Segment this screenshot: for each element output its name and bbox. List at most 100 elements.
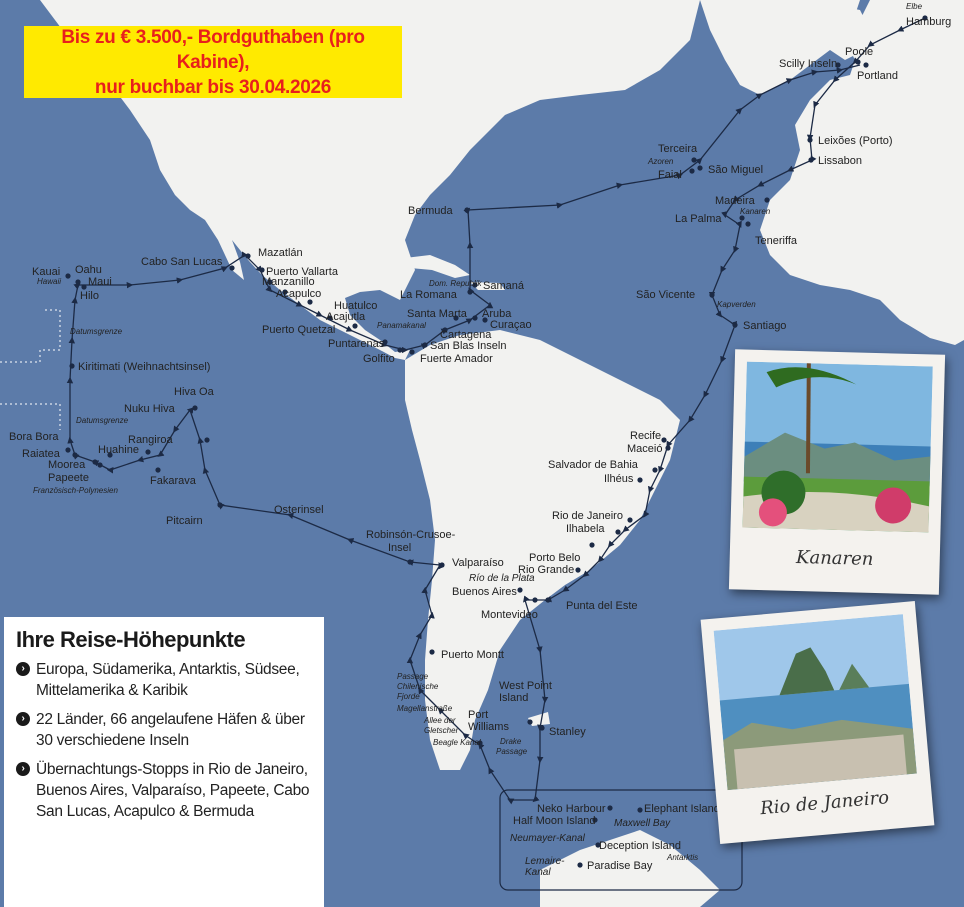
photo-rio-image — [713, 614, 917, 791]
label-papeete: Papeete — [48, 472, 89, 484]
label-lemaire-2: Kanal — [525, 867, 551, 878]
label-hivaoa: Hiva Oa — [174, 386, 215, 398]
label-santiago: Santiago — [743, 320, 786, 332]
label-maceio: Maceió — [627, 443, 662, 455]
label-mazatlan: Mazatlán — [258, 247, 303, 259]
label-raiatea: Raiatea — [22, 448, 61, 460]
label-domrep: Dom. Republik — [429, 279, 482, 288]
label-fakarava: Fakarava — [150, 475, 197, 487]
label-portobelo: Porto Belo — [529, 552, 580, 564]
label-stanley: Stanley — [549, 726, 586, 738]
label-teneriffa: Teneriffa — [755, 235, 798, 247]
label-scilly: Scilly Inseln — [779, 58, 837, 70]
label-deception: Deception Island — [599, 840, 681, 852]
chevron-right-icon: › — [16, 712, 30, 726]
label-puertomontt: Puerto Montt — [441, 649, 504, 661]
highlight-text: 22 Länder, 66 angelaufene Häfen & über 3… — [36, 711, 305, 749]
label-riogrande: Rio Grande — [518, 564, 574, 576]
label-passage-1: Passage — [397, 672, 429, 681]
label-nukuhiva: Nuku Hiva — [124, 403, 176, 415]
highlight-item: › 22 Länder, 66 angelaufene Häfen & über … — [16, 709, 318, 751]
label-drake-2: Passage — [496, 747, 528, 756]
label-hamburg: Hamburg — [906, 16, 951, 28]
label-santamarta: Santa Marta — [407, 308, 468, 320]
dateline-line-2 — [0, 403, 61, 430]
label-kauai: Kauai — [32, 266, 60, 278]
label-rangiroa: Rangiroa — [128, 434, 174, 446]
label-saovicente: São Vicente — [636, 289, 695, 301]
label-bermuda: Bermuda — [408, 205, 454, 217]
label-leixoes: Leixões (Porto) — [818, 135, 893, 147]
label-aruba: Aruba — [482, 308, 512, 320]
highlight-item: › Übernachtungs-Stopps in Rio de Janeiro,… — [16, 759, 318, 822]
label-manzanillo: Manzanillo — [262, 276, 315, 288]
label-datumsgrenze-1: Datumsgrenze — [70, 327, 123, 336]
label-panamakanal: Panamakanal — [377, 321, 426, 330]
promo-line-1: Bis zu € 3.500,- Bordguthaben (pro Kabin… — [61, 26, 365, 73]
label-allee-2: Gletscher — [424, 726, 459, 735]
label-golfito: Golfito — [363, 353, 395, 365]
highlight-item: ›Europa, Südamerika, Antarktis, Südsee, … — [16, 659, 318, 701]
label-lemaire-1: Lemaire- — [525, 856, 565, 867]
highlights-list: ›Europa, Südamerika, Antarktis, Südsee, … — [16, 659, 318, 822]
route-line — [66, 17, 926, 805]
port-dots — [65, 15, 928, 868]
label-osterinsel: Osterinsel — [274, 504, 324, 516]
label-puntadeleste: Punta del Este — [566, 600, 638, 612]
label-valparaiso: Valparaíso — [452, 557, 504, 569]
label-salvador: Salvador de Bahia — [548, 459, 639, 471]
label-kiritimati: Kiritimati (Weihnachtsinsel) — [78, 361, 210, 373]
label-hilo: Hilo — [80, 290, 99, 302]
label-passage-3: Fjorde — [397, 692, 420, 701]
label-magellan: Magellanstraße — [397, 704, 453, 713]
label-rioplata: Río de la Plata — [469, 573, 535, 584]
label-madeira: Madeira — [715, 195, 756, 207]
label-terceira: Terceira — [658, 143, 698, 155]
photo-rio: Rio de Janeiro — [700, 601, 935, 844]
label-cabosanlucas: Cabo San Lucas — [141, 256, 223, 268]
label-neumayer: Neumayer-Kanal — [510, 833, 586, 844]
label-westpoint-1: West Point — [499, 680, 552, 692]
highlight-text: Übernachtungs-Stopps in Rio de Janeiro, … — [36, 761, 310, 820]
label-azoren: Azoren — [647, 157, 674, 166]
dateline-line — [0, 309, 61, 363]
label-lissabon: Lissabon — [818, 155, 862, 167]
label-beagle: Beagle Kanal — [433, 738, 481, 747]
label-kapverden: Kapverden — [717, 300, 756, 309]
label-moorea: Moorea — [48, 459, 86, 471]
photo-rio-caption: Rio de Janeiro — [759, 787, 890, 820]
label-huahine: Huahine — [98, 444, 139, 456]
label-rio: Rio de Janeiro — [552, 510, 623, 522]
label-montevideo: Montevideo — [481, 609, 538, 621]
label-puertovallarta: Puerto Vallarta — [266, 266, 339, 278]
promo-banner: Bis zu € 3.500,- Bordguthaben (pro Kabin… — [24, 26, 402, 98]
label-faial: Faial — [658, 169, 682, 181]
label-recife: Recife — [630, 430, 661, 442]
label-hawaii: Hawaii — [37, 277, 61, 286]
chevron-right-icon: › — [16, 762, 30, 776]
label-maui: Maui — [88, 276, 112, 288]
label-poole: Poole — [845, 46, 873, 58]
label-buenosaires: Buenos Aires — [452, 586, 517, 598]
label-acapulco: Acapulco — [276, 288, 321, 300]
label-kanaren: Kanaren — [740, 207, 771, 216]
label-datumsgrenze-2: Datumsgrenze — [76, 416, 129, 425]
label-ilheus: Ilhéus — [604, 473, 634, 485]
label-lapalma: La Palma — [675, 213, 722, 225]
label-sanblas: San Blas Inseln — [430, 340, 506, 352]
label-allee-1: Allee der — [423, 716, 456, 725]
photo-canaries-image — [742, 361, 933, 533]
label-elephant: Elephant Island — [644, 803, 720, 815]
label-puntarenas: Puntarenas — [328, 338, 385, 350]
label-pitcairn: Pitcairn — [166, 515, 203, 527]
label-robinson-2: Insel — [388, 542, 411, 554]
label-cartagena: Cartagena — [440, 329, 492, 341]
label-portwilliams-1: Port — [468, 709, 488, 721]
photo-canaries: Kanaren — [728, 349, 946, 595]
promo-line-2: nur buchbar bis 30.04.2026 — [94, 76, 332, 98]
label-nekoharbour: Neko Harbour — [537, 803, 606, 815]
label-maxwell: Maxwell Bay — [614, 818, 671, 829]
highlights-box: Ihre Reise-Höhepunkte ›Europa, Südamerik… — [4, 617, 324, 907]
highlights-title: Ihre Reise-Höhepunkte — [16, 627, 246, 652]
label-drake-1: Drake — [500, 737, 522, 746]
